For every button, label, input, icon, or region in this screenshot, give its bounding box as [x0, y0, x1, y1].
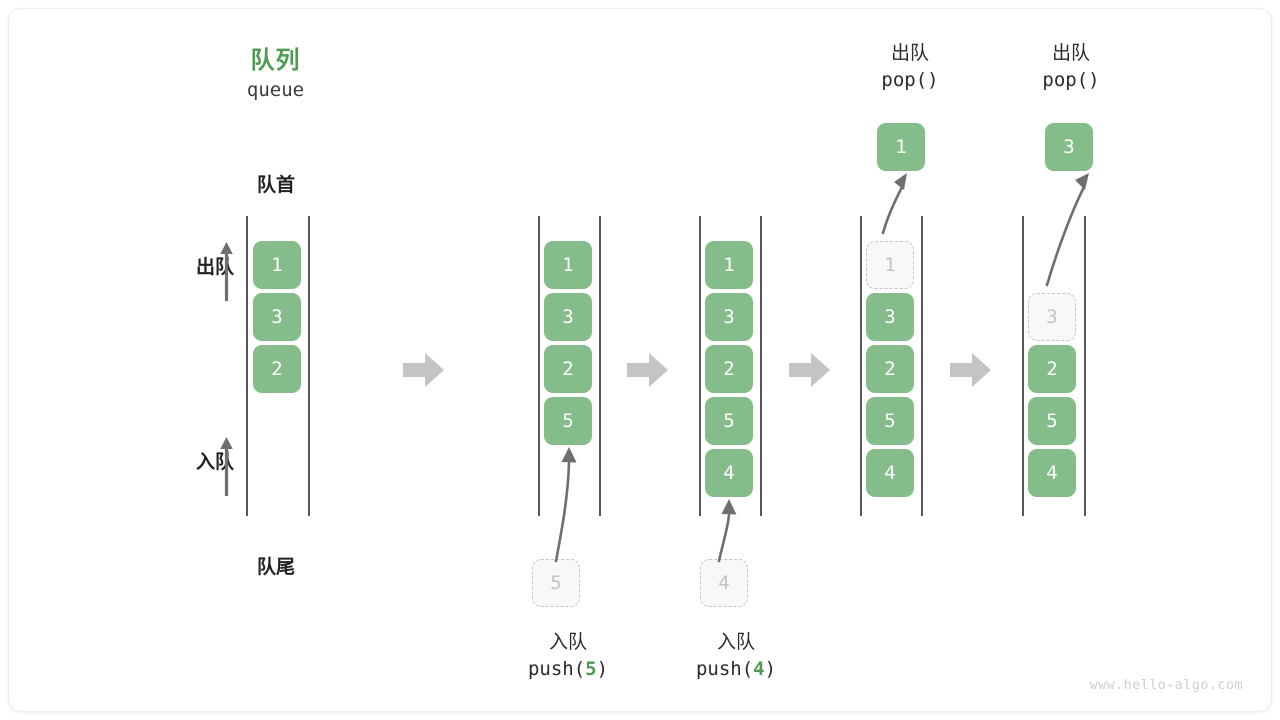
operation-fn-name: pop( — [1042, 69, 1089, 91]
operation-caption-zh: 出队 — [1051, 42, 1090, 64]
dequeue-direction-label: 出队 — [195, 256, 234, 278]
queue-rail-left — [860, 216, 862, 516]
enqueue-direction-arrow-icon — [220, 437, 233, 496]
queue-cell: 2 — [544, 345, 592, 393]
queue-cell: 5 — [705, 397, 753, 445]
operation-fn-close: ) — [927, 69, 939, 91]
queue-cell-removed: 3 — [1028, 293, 1076, 341]
queue-cell: 2 — [705, 345, 753, 393]
queue-cell: 2 — [866, 345, 914, 393]
queue-cell-removed: 1 — [866, 241, 914, 289]
operation-fn-name: push( — [695, 658, 754, 680]
queue-rail-right — [599, 216, 601, 516]
queue-rail-right — [921, 216, 923, 516]
queue-rail-right — [760, 216, 762, 516]
pop-arrow-icon — [1045, 173, 1089, 287]
step-arrow-icon — [627, 353, 668, 387]
page-subtitle: queue — [246, 79, 305, 101]
operation-caption-push-4: 入队 push(4) — [646, 629, 826, 683]
step-arrow-icon — [950, 353, 991, 387]
queue-cell: 3 — [253, 293, 301, 341]
queue-rear-label: 队尾 — [256, 556, 295, 578]
step-arrow-icon — [789, 353, 830, 387]
operation-caption-push-5: 入队 push(5) — [478, 629, 658, 683]
popped-element: 1 — [877, 123, 925, 171]
queue-cell: 1 — [253, 241, 301, 289]
diagram-card: 队列 queue 队首 队尾 出队 入队 1 3 2 1 3 2 5 5 — [8, 8, 1272, 712]
push-arrow-icon — [717, 499, 737, 563]
queue-cell: 3 — [866, 293, 914, 341]
operation-fn-arg: 5 — [585, 658, 597, 680]
queue-cell: 2 — [253, 345, 301, 393]
operation-caption-zh: 入队 — [716, 631, 755, 653]
operation-fn-close: ) — [596, 658, 609, 680]
queue-cell: 1 — [544, 241, 592, 289]
queue-rail-left — [1022, 216, 1024, 516]
enqueue-direction-label: 入队 — [195, 451, 234, 473]
pop-arrow-icon — [881, 173, 907, 235]
queue-rail-right — [308, 216, 310, 516]
queue-cell: 3 — [544, 293, 592, 341]
operation-fn-close: ) — [764, 658, 777, 680]
queue-cell: 5 — [1028, 397, 1076, 445]
queue-cell: 4 — [866, 449, 914, 497]
incoming-element-ghost: 5 — [532, 559, 580, 607]
queue-cell: 3 — [705, 293, 753, 341]
queue-cell: 2 — [1028, 345, 1076, 393]
queue-cell-new: 5 — [544, 397, 592, 445]
queue-cell: 5 — [866, 397, 914, 445]
dequeue-direction-arrow-icon — [220, 242, 233, 301]
push-arrow-icon — [554, 447, 577, 563]
operation-fn-close: ) — [1088, 69, 1100, 91]
operation-caption-code: pop() — [981, 66, 1161, 94]
incoming-element-ghost: 4 — [700, 559, 748, 607]
step-arrow-icon — [403, 353, 444, 387]
operation-caption-code: pop() — [820, 66, 1000, 94]
watermark: www.hello-algo.com — [1089, 677, 1243, 693]
operation-caption-code: push(4) — [646, 655, 826, 683]
operation-fn-arg: 4 — [753, 658, 765, 680]
queue-rail-left — [246, 216, 248, 516]
popped-element: 3 — [1045, 123, 1093, 171]
operation-fn-name: pop( — [881, 69, 928, 91]
queue-cell: 1 — [705, 241, 753, 289]
queue-cell: 4 — [1028, 449, 1076, 497]
operation-caption-zh: 出队 — [890, 42, 929, 64]
operation-caption-pop-3: 出队 pop() — [981, 40, 1161, 94]
queue-rail-left — [699, 216, 701, 516]
queue-front-label: 队首 — [256, 174, 295, 196]
operation-caption-zh: 入队 — [548, 631, 587, 653]
operation-fn-name: push( — [527, 658, 586, 680]
operation-caption-code: push(5) — [478, 655, 658, 683]
page-title: 队列 — [250, 46, 301, 74]
queue-cell-new: 4 — [705, 449, 753, 497]
queue-rail-right — [1084, 216, 1086, 516]
operation-caption-pop-1: 出队 pop() — [820, 40, 1000, 94]
queue-rail-left — [538, 216, 540, 516]
